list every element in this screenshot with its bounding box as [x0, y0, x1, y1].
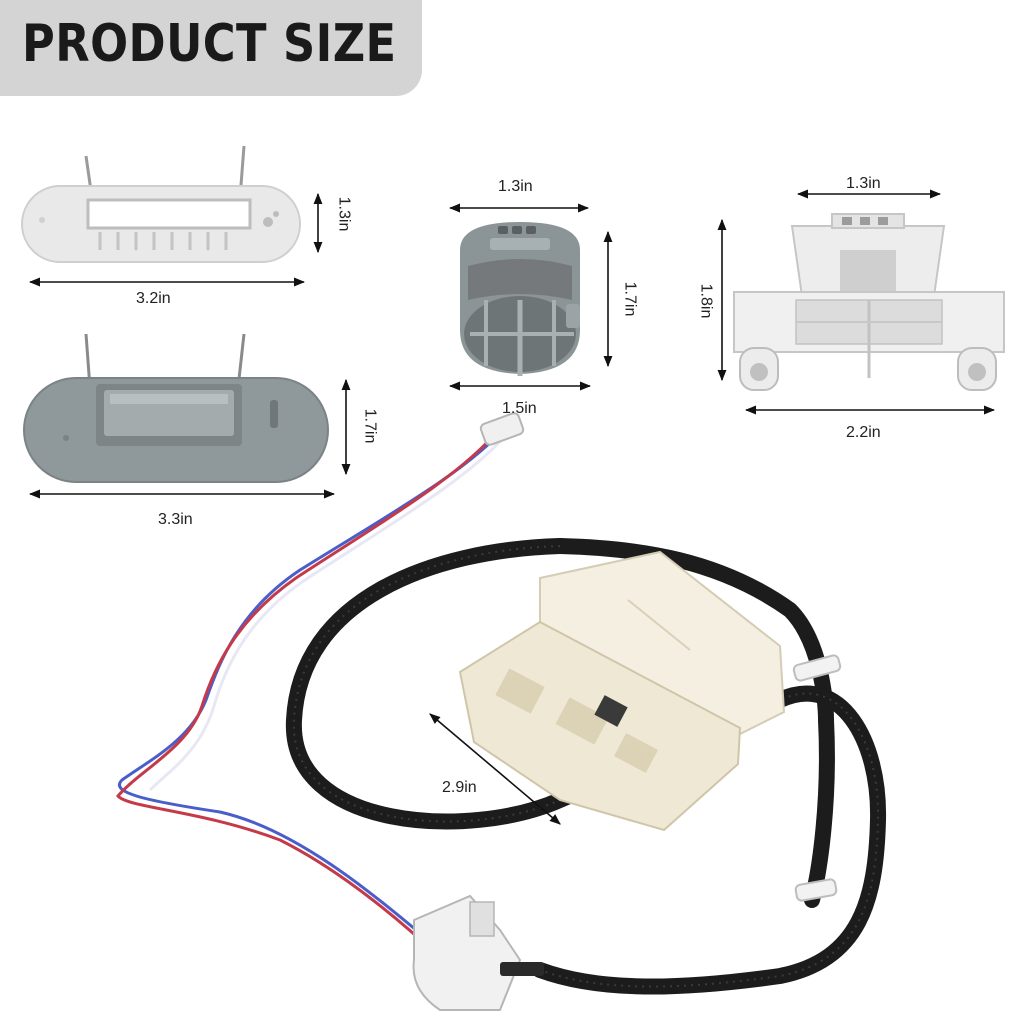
- light-grey-oval-cover: [21, 145, 301, 263]
- title-banner: PRODUCT SIZE: [0, 0, 422, 96]
- grey-cover-height-label: 1.7in: [361, 408, 379, 444]
- lock-switch-length-label: 2.9in: [442, 779, 477, 796]
- grey-cover-width-label: 3.3in: [158, 511, 193, 528]
- bracket-width-label: 1.3in: [846, 175, 881, 192]
- light-cover-height-label: 1.3in: [335, 196, 353, 232]
- dimension-arrows: [28, 189, 996, 825]
- round-latch-width-label: 1.3in: [498, 178, 533, 195]
- light-cover-width-label: 3.2in: [136, 290, 171, 307]
- bracket-base-label: 2.2in: [846, 424, 881, 441]
- page-title: PRODUCT SIZE: [22, 14, 397, 74]
- white-bracket: [733, 213, 1005, 391]
- bracket-height-label: 1.8in: [697, 283, 715, 319]
- wiring-harness: [116, 412, 887, 1011]
- door-lock-switch: [458, 550, 786, 832]
- round-latch-height-label: 1.7in: [621, 281, 639, 317]
- round-latch-base-label: 1.5in: [502, 400, 537, 417]
- round-grey-latch: [460, 222, 580, 376]
- grey-oval-cover: [23, 333, 329, 483]
